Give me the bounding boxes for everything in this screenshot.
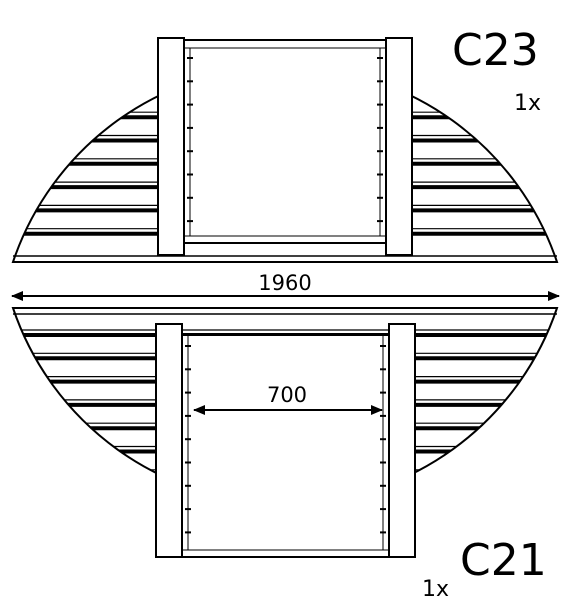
upper-part-quantity: 1x — [514, 91, 541, 116]
lower-opening — [181, 334, 390, 558]
lower-left-batten — [155, 323, 183, 558]
lower-right-batten — [388, 323, 416, 558]
lower-hinges — [185, 336, 386, 550]
lower-part-quantity: 1x — [422, 577, 449, 596]
upper-right-batten — [385, 37, 413, 256]
upper-hinges — [187, 48, 383, 236]
upper-half-disc: C23 1x — [11, 25, 559, 263]
opening-width-label: 700 — [267, 383, 307, 407]
overall-width-label: 1960 — [258, 271, 311, 295]
lower-half-disc: 700 C21 1x — [11, 307, 559, 596]
upper-opening — [183, 39, 387, 244]
lower-part-code: C21 — [460, 535, 547, 586]
overall-width-dimension: 1960 — [11, 271, 560, 301]
upper-left-batten — [157, 37, 185, 256]
upper-part-code: C23 — [452, 25, 539, 76]
